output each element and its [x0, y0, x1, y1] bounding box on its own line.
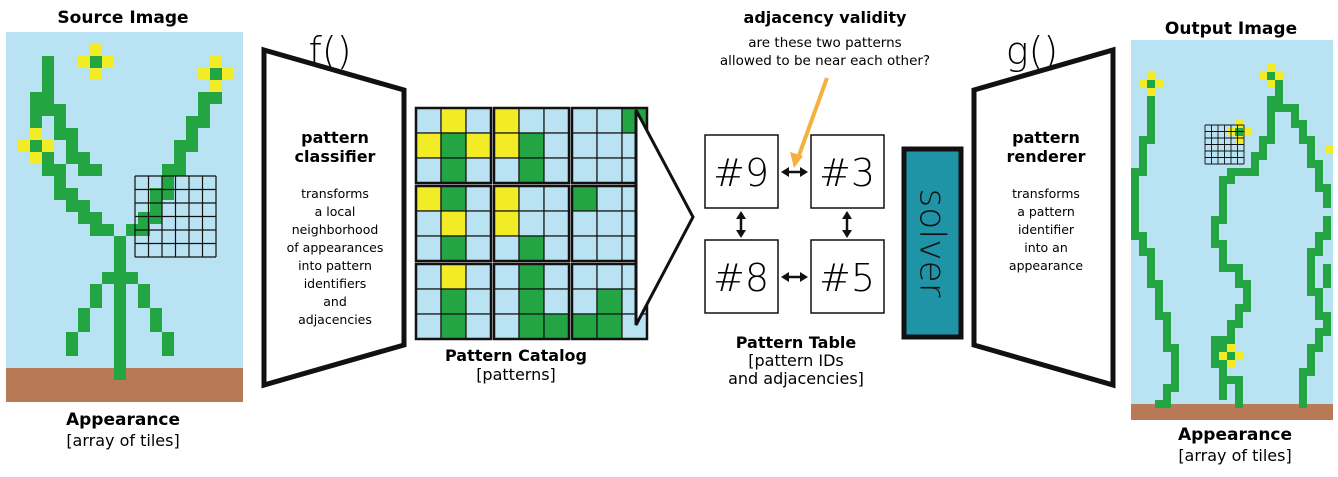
solver-label: solver	[912, 188, 953, 297]
pattern-node-8	[704, 239, 779, 314]
validity-pointer-head	[790, 152, 803, 168]
adjacency-arrow-3-5	[842, 211, 852, 238]
adjacency-arrow-8-5	[781, 272, 808, 282]
catalog-sub: [patterns]	[476, 365, 556, 384]
source-caption-title: Appearance	[66, 410, 180, 430]
pattern-table: #9 #3 #8 #5	[704, 134, 885, 314]
source-image	[6, 32, 243, 402]
pattern-id-9: #9	[713, 151, 769, 195]
pattern-1	[414, 106, 493, 185]
table-title: Pattern Table	[736, 333, 857, 352]
output-title: Output Image	[1165, 19, 1297, 39]
classifier-desc-line-7: adjacencies	[298, 312, 372, 327]
pattern-node-5	[810, 239, 885, 314]
renderer-desc-line-1: a pattern	[1017, 204, 1075, 219]
table-sub-2: and adjacencies]	[728, 369, 864, 388]
classifier-desc-line-6: and	[323, 294, 347, 309]
adjacency-arrow-9-3	[781, 167, 808, 177]
classifier-desc-line-1: a local	[315, 204, 356, 219]
solver-block	[901, 146, 964, 340]
pattern-4	[414, 184, 493, 263]
source-title: Source Image	[57, 8, 188, 28]
adjacency-arrow-9-8	[736, 211, 746, 238]
pattern-id-8: #8	[713, 256, 769, 300]
table-sub-1: [pattern IDs	[748, 351, 844, 370]
validity-line-1: are these two patterns	[748, 35, 901, 51]
classifier-desc-line-5: identifiers	[304, 276, 367, 291]
validity-line-2: allowed to be near each other?	[720, 53, 930, 69]
pattern-id-5: #5	[819, 256, 875, 300]
pattern-node-3	[810, 134, 885, 209]
classifier-title-1: pattern	[301, 128, 369, 147]
renderer-trapezoid	[971, 46, 1116, 389]
pattern-id-3: #3	[819, 151, 875, 195]
renderer-title-2: renderer	[1006, 147, 1085, 166]
validity-title: adjacency validity	[744, 8, 908, 27]
pattern-7	[414, 262, 493, 341]
pattern-catalog	[414, 106, 649, 341]
classifier-trapezoid	[261, 46, 407, 389]
source-plant	[18, 44, 234, 380]
renderer-desc-line-0: transforms	[1012, 186, 1080, 201]
output-image	[1131, 40, 1333, 420]
classifier-desc-line-2: neighborhood	[292, 222, 379, 237]
classifier-desc-line-4: into pattern	[298, 258, 372, 273]
renderer-desc-line-4: appearance	[1009, 258, 1083, 273]
output-sample-window	[1204, 124, 1245, 165]
classifier-title-2: classifier	[295, 147, 376, 166]
source-sample-window	[134, 175, 217, 258]
output-plants	[1131, 64, 1333, 408]
output-caption-title: Appearance	[1178, 425, 1292, 445]
validity-pointer-arrow	[796, 77, 829, 159]
classifier-desc-line-0: transforms	[301, 186, 369, 201]
catalog-chevron	[634, 109, 695, 326]
renderer-description: transforms a pattern identifier into an appe…	[1009, 186, 1083, 273]
catalog-title: Pattern Catalog	[445, 346, 587, 365]
g-function-label: g()	[1006, 29, 1058, 73]
pattern-node-9	[704, 134, 779, 209]
source-caption-sub: [array of tiles]	[66, 431, 179, 450]
renderer-desc-line-3: into an	[1024, 240, 1068, 255]
pattern-8	[492, 262, 571, 341]
output-caption-sub: [array of tiles]	[1178, 446, 1291, 465]
classifier-desc-line-3: of appearances	[287, 240, 384, 255]
renderer-desc-line-2: identifier	[1018, 222, 1075, 237]
renderer-title-1: pattern	[1012, 128, 1080, 147]
pattern-2	[492, 106, 571, 185]
classifier-description: transforms a local neighborhood of appearan…	[287, 186, 384, 327]
pattern-5	[492, 184, 571, 263]
